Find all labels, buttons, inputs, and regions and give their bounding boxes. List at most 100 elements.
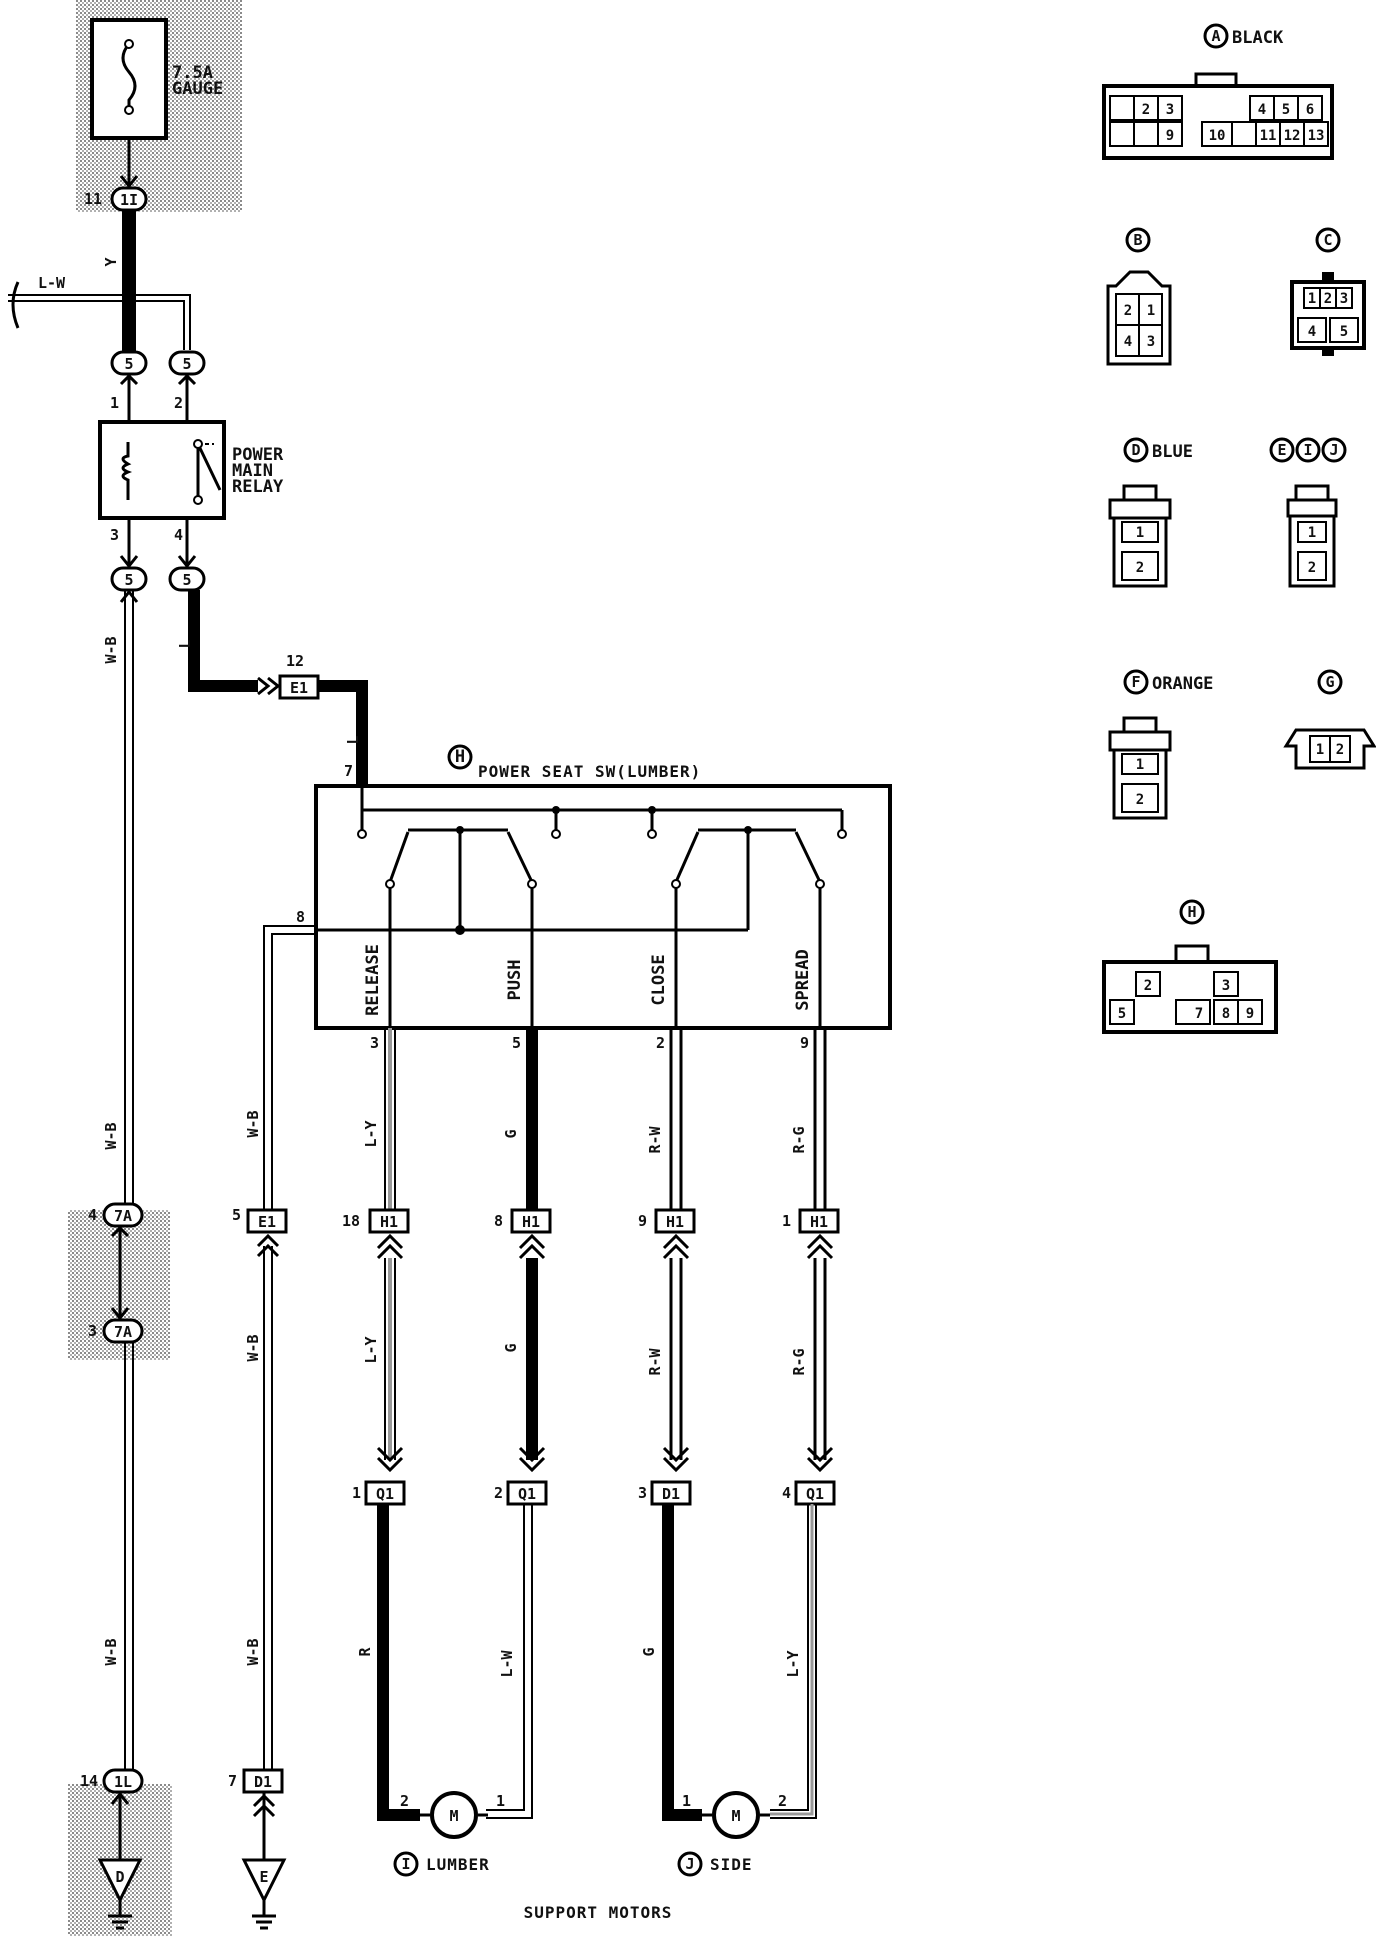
svg-text:4: 4	[1124, 334, 1132, 350]
connector-e1-mid	[246, 1208, 288, 1234]
svg-text:12: 12	[286, 652, 304, 670]
svg-text:1L: 1L	[114, 1773, 132, 1791]
svg-text:RELAY: RELAY	[232, 477, 284, 497]
svg-text:1: 1	[1136, 757, 1144, 773]
svg-text:5: 5	[232, 1206, 241, 1224]
wire-r	[377, 1504, 420, 1821]
svg-text:4: 4	[174, 526, 183, 544]
svg-text:W-B: W-B	[244, 1110, 262, 1137]
svg-text:Q1: Q1	[518, 1485, 536, 1503]
wire-l-switch	[318, 680, 368, 784]
svg-text:R: R	[356, 1647, 374, 1657]
label-spread: SPREAD	[793, 949, 813, 1010]
connector-face-a: 2 3 4 5 6 9 10 11 12 13	[1102, 72, 1334, 160]
svg-text:C: C	[1323, 231, 1332, 249]
svg-text:G: G	[640, 1647, 658, 1656]
svg-text:7: 7	[228, 1772, 237, 1790]
svg-text:14: 14	[80, 1772, 98, 1790]
svg-text:3: 3	[110, 526, 119, 544]
svg-text:11: 11	[1260, 128, 1277, 144]
motor-side	[712, 1791, 760, 1839]
svg-text:J: J	[685, 1855, 694, 1873]
svg-text:7A: 7A	[114, 1207, 132, 1225]
svg-text:5: 5	[1118, 1006, 1126, 1022]
svg-text:5: 5	[1282, 102, 1290, 118]
svg-text:5: 5	[182, 355, 191, 373]
svg-text:R-G: R-G	[790, 1348, 808, 1375]
svg-text:M: M	[449, 1807, 458, 1825]
svg-text:L-W: L-W	[498, 1649, 516, 1677]
svg-text:L-Y: L-Y	[362, 1120, 380, 1147]
svg-text:1: 1	[1316, 742, 1324, 758]
svg-text:1: 1	[1308, 525, 1316, 541]
wire-g	[662, 1504, 702, 1821]
label-close: CLOSE	[649, 954, 669, 1005]
svg-text:1: 1	[352, 1484, 361, 1502]
svg-text:2: 2	[1144, 978, 1152, 994]
svg-text:6: 6	[1306, 102, 1314, 118]
svg-text:Q1: Q1	[806, 1485, 824, 1503]
svg-text:13: 13	[1308, 128, 1325, 144]
svg-text:1: 1	[1136, 525, 1144, 541]
svg-text:L-Y: L-Y	[784, 1650, 802, 1677]
svg-text:2: 2	[656, 1034, 665, 1052]
svg-text:5: 5	[182, 571, 191, 589]
svg-text:8: 8	[1222, 1006, 1230, 1022]
ground-d	[97, 1858, 143, 1904]
svg-text:5: 5	[124, 355, 133, 373]
svg-text:W-B: W-B	[244, 1638, 262, 1665]
fuse-name: GAUGE	[172, 79, 223, 99]
svg-text:1: 1	[1147, 303, 1155, 319]
support-motors-caption: SUPPORT MOTORS	[524, 1903, 673, 1922]
svg-text:2: 2	[400, 1792, 409, 1810]
motor-side-label: SIDE	[710, 1855, 753, 1874]
svg-text:3: 3	[638, 1484, 647, 1502]
svg-text:W-B: W-B	[102, 1638, 120, 1665]
svg-text:H1: H1	[666, 1213, 684, 1231]
connector-face-eij: 1 2	[1286, 484, 1338, 588]
svg-text:D: D	[115, 1868, 124, 1886]
switch-title: POWER SEAT SW(LUMBER)	[478, 762, 701, 781]
connector-h1-8	[510, 1208, 552, 1234]
svg-text:8: 8	[494, 1212, 503, 1230]
svg-text:3: 3	[1340, 291, 1348, 307]
connector-1l	[102, 1768, 144, 1794]
svg-text:R-W: R-W	[646, 1125, 664, 1153]
svg-text:W-B: W-B	[102, 636, 120, 663]
motor-lumber	[430, 1791, 478, 1839]
svg-text:MAIN: MAIN	[232, 461, 273, 481]
svg-text:2: 2	[1336, 742, 1344, 758]
svg-text:E1: E1	[290, 679, 308, 697]
svg-text:H1: H1	[380, 1213, 398, 1231]
svg-text:10: 10	[1209, 128, 1226, 144]
svg-text:12: 12	[1284, 128, 1301, 144]
svg-text:A: A	[1211, 27, 1220, 45]
svg-text:1: 1	[1308, 291, 1316, 307]
svg-text:1: 1	[110, 394, 119, 412]
wire-l-relay	[188, 590, 258, 692]
svg-text:1: 1	[782, 1212, 791, 1230]
connector-face-c: 1 2 3 4 5	[1290, 272, 1366, 356]
svg-text:7: 7	[1195, 1006, 1203, 1022]
fuse-box	[90, 18, 168, 140]
power-seat-switch	[314, 784, 892, 1030]
svg-text:4: 4	[1258, 102, 1266, 118]
connector-face-d: 1 2	[1108, 484, 1172, 588]
svg-text:M: M	[731, 1807, 740, 1825]
svg-text:L: L	[176, 639, 194, 648]
svg-text:POWER: POWER	[232, 445, 284, 465]
svg-text:2: 2	[778, 1792, 787, 1810]
legend-a-color: BLACK	[1232, 28, 1284, 48]
svg-text:3: 3	[1222, 978, 1230, 994]
connector-face-g: 1 2	[1283, 728, 1376, 770]
svg-text:D1: D1	[254, 1773, 272, 1791]
svg-text:D1: D1	[662, 1485, 680, 1503]
svg-text:9: 9	[800, 1034, 809, 1052]
svg-text:4: 4	[782, 1484, 791, 1502]
svg-text:2: 2	[1136, 792, 1144, 808]
svg-text:Q1: Q1	[376, 1485, 394, 1503]
svg-text:R-W: R-W	[646, 1347, 664, 1375]
svg-text:G: G	[1325, 673, 1334, 691]
svg-text:F: F	[1131, 673, 1140, 691]
